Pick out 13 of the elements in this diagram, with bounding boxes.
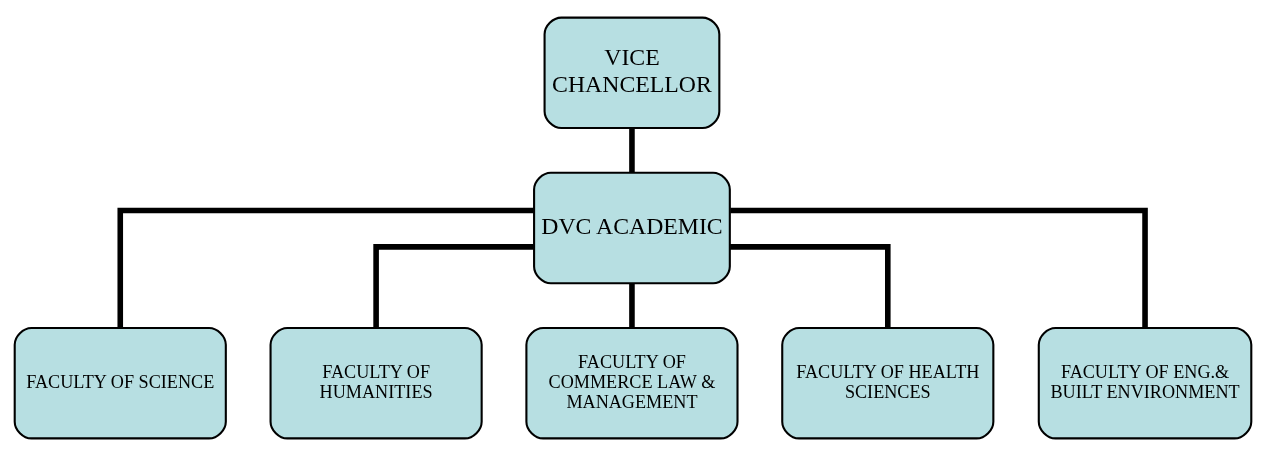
node-box: FACULTY OF ENG.& BUILT ENVIRONMENT (1037, 326, 1253, 439)
connector (117, 207, 534, 328)
node-box: FACULTY OF HUMANITIES (269, 326, 483, 439)
connector (730, 207, 1148, 328)
connector (629, 283, 635, 327)
connector (629, 127, 635, 172)
node-box: DVC ACADEMIC (533, 171, 731, 284)
node-box: FACULTY OF HEALTH SCIENCES (781, 326, 995, 439)
node-box: FACULTY OF COMMERCE LAW & MANAGEMENT (525, 326, 739, 439)
connector (730, 243, 891, 328)
connector (373, 243, 534, 328)
node-box: VICE CHANCELLOR (543, 16, 721, 129)
node-box: FACULTY OF SCIENCE (13, 326, 227, 439)
